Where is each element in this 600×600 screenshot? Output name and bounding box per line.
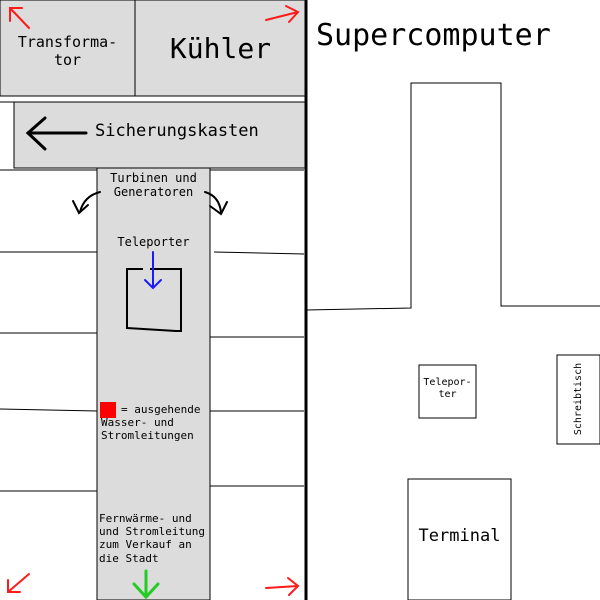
exit-arrow-bottom-left-icon: [7, 573, 30, 593]
teleport-arrow-icon: [144, 251, 162, 290]
kuehler-label: Kühler: [169, 32, 272, 65]
fernwaerme-label-line3: zum Verkauf an: [99, 538, 192, 552]
teleporter-right-label-line1: Telepor-: [423, 377, 472, 388]
central-corridor: [96, 167, 211, 600]
legend-text-line2: Wasser- und: [101, 416, 174, 430]
teleporter-left-label: Teleporter: [117, 235, 190, 249]
sicherungskasten-label: Sicherungskasten: [95, 121, 259, 141]
schreibtisch-box: [556, 354, 600, 445]
fernwaerme-label-line2: und Stromleitung: [99, 525, 205, 539]
legend-text: = ausgehende Wasser- und Stromleitungen: [101, 403, 200, 443]
terminal-label: Terminal: [418, 526, 501, 546]
teleporter-right-label: Telepor- ter: [419, 377, 476, 401]
transformator-room: [0, 0, 136, 97]
teleporter-right-label-line2: ter: [438, 389, 457, 400]
exit-arrow-top-left-icon: [9, 7, 30, 29]
supercomputer-outline: [305, 82, 600, 311]
transformator-label-line2: tor: [53, 51, 82, 69]
turbinen-label-line1: Turbinen und: [110, 171, 197, 185]
curved-arrow-left-icon: [72, 191, 101, 215]
legend-text-line3: Stromleitungen: [101, 429, 194, 443]
fernwaerme-label-line4: die Stadt: [99, 551, 159, 565]
supercomputer-label: Supercomputer: [316, 18, 551, 53]
terminal-box: [407, 478, 512, 600]
exit-arrow-bottom-right-icon: [265, 577, 300, 596]
curved-arrow-right-icon: [204, 191, 228, 216]
legend-text-line1: = ausgehende: [121, 403, 201, 416]
turbinen-label: Turbinen und Generatoren: [97, 171, 210, 200]
turbinen-label-line2: Generatoren: [113, 185, 194, 200]
exit-arrow-top-right-icon: [265, 5, 300, 23]
transformator-label-line1: Transforma-: [17, 33, 118, 51]
schreibtisch-label: Schreibtisch: [573, 362, 584, 436]
arrow-left-icon: [25, 116, 88, 151]
fernwaerme-label: Fernwärme- und und Stromleitung zum Verk…: [99, 512, 205, 565]
legend-red-square: [100, 402, 116, 418]
teleporter-right-box: [418, 364, 477, 419]
transformator-label: Transforma- tor: [0, 33, 135, 69]
kuehler-room: [134, 0, 307, 97]
city-arrow-icon: [132, 569, 160, 600]
teleporter-pad: [126, 268, 182, 332]
fernwaerme-label-line1: Fernwärme- und: [99, 512, 192, 525]
